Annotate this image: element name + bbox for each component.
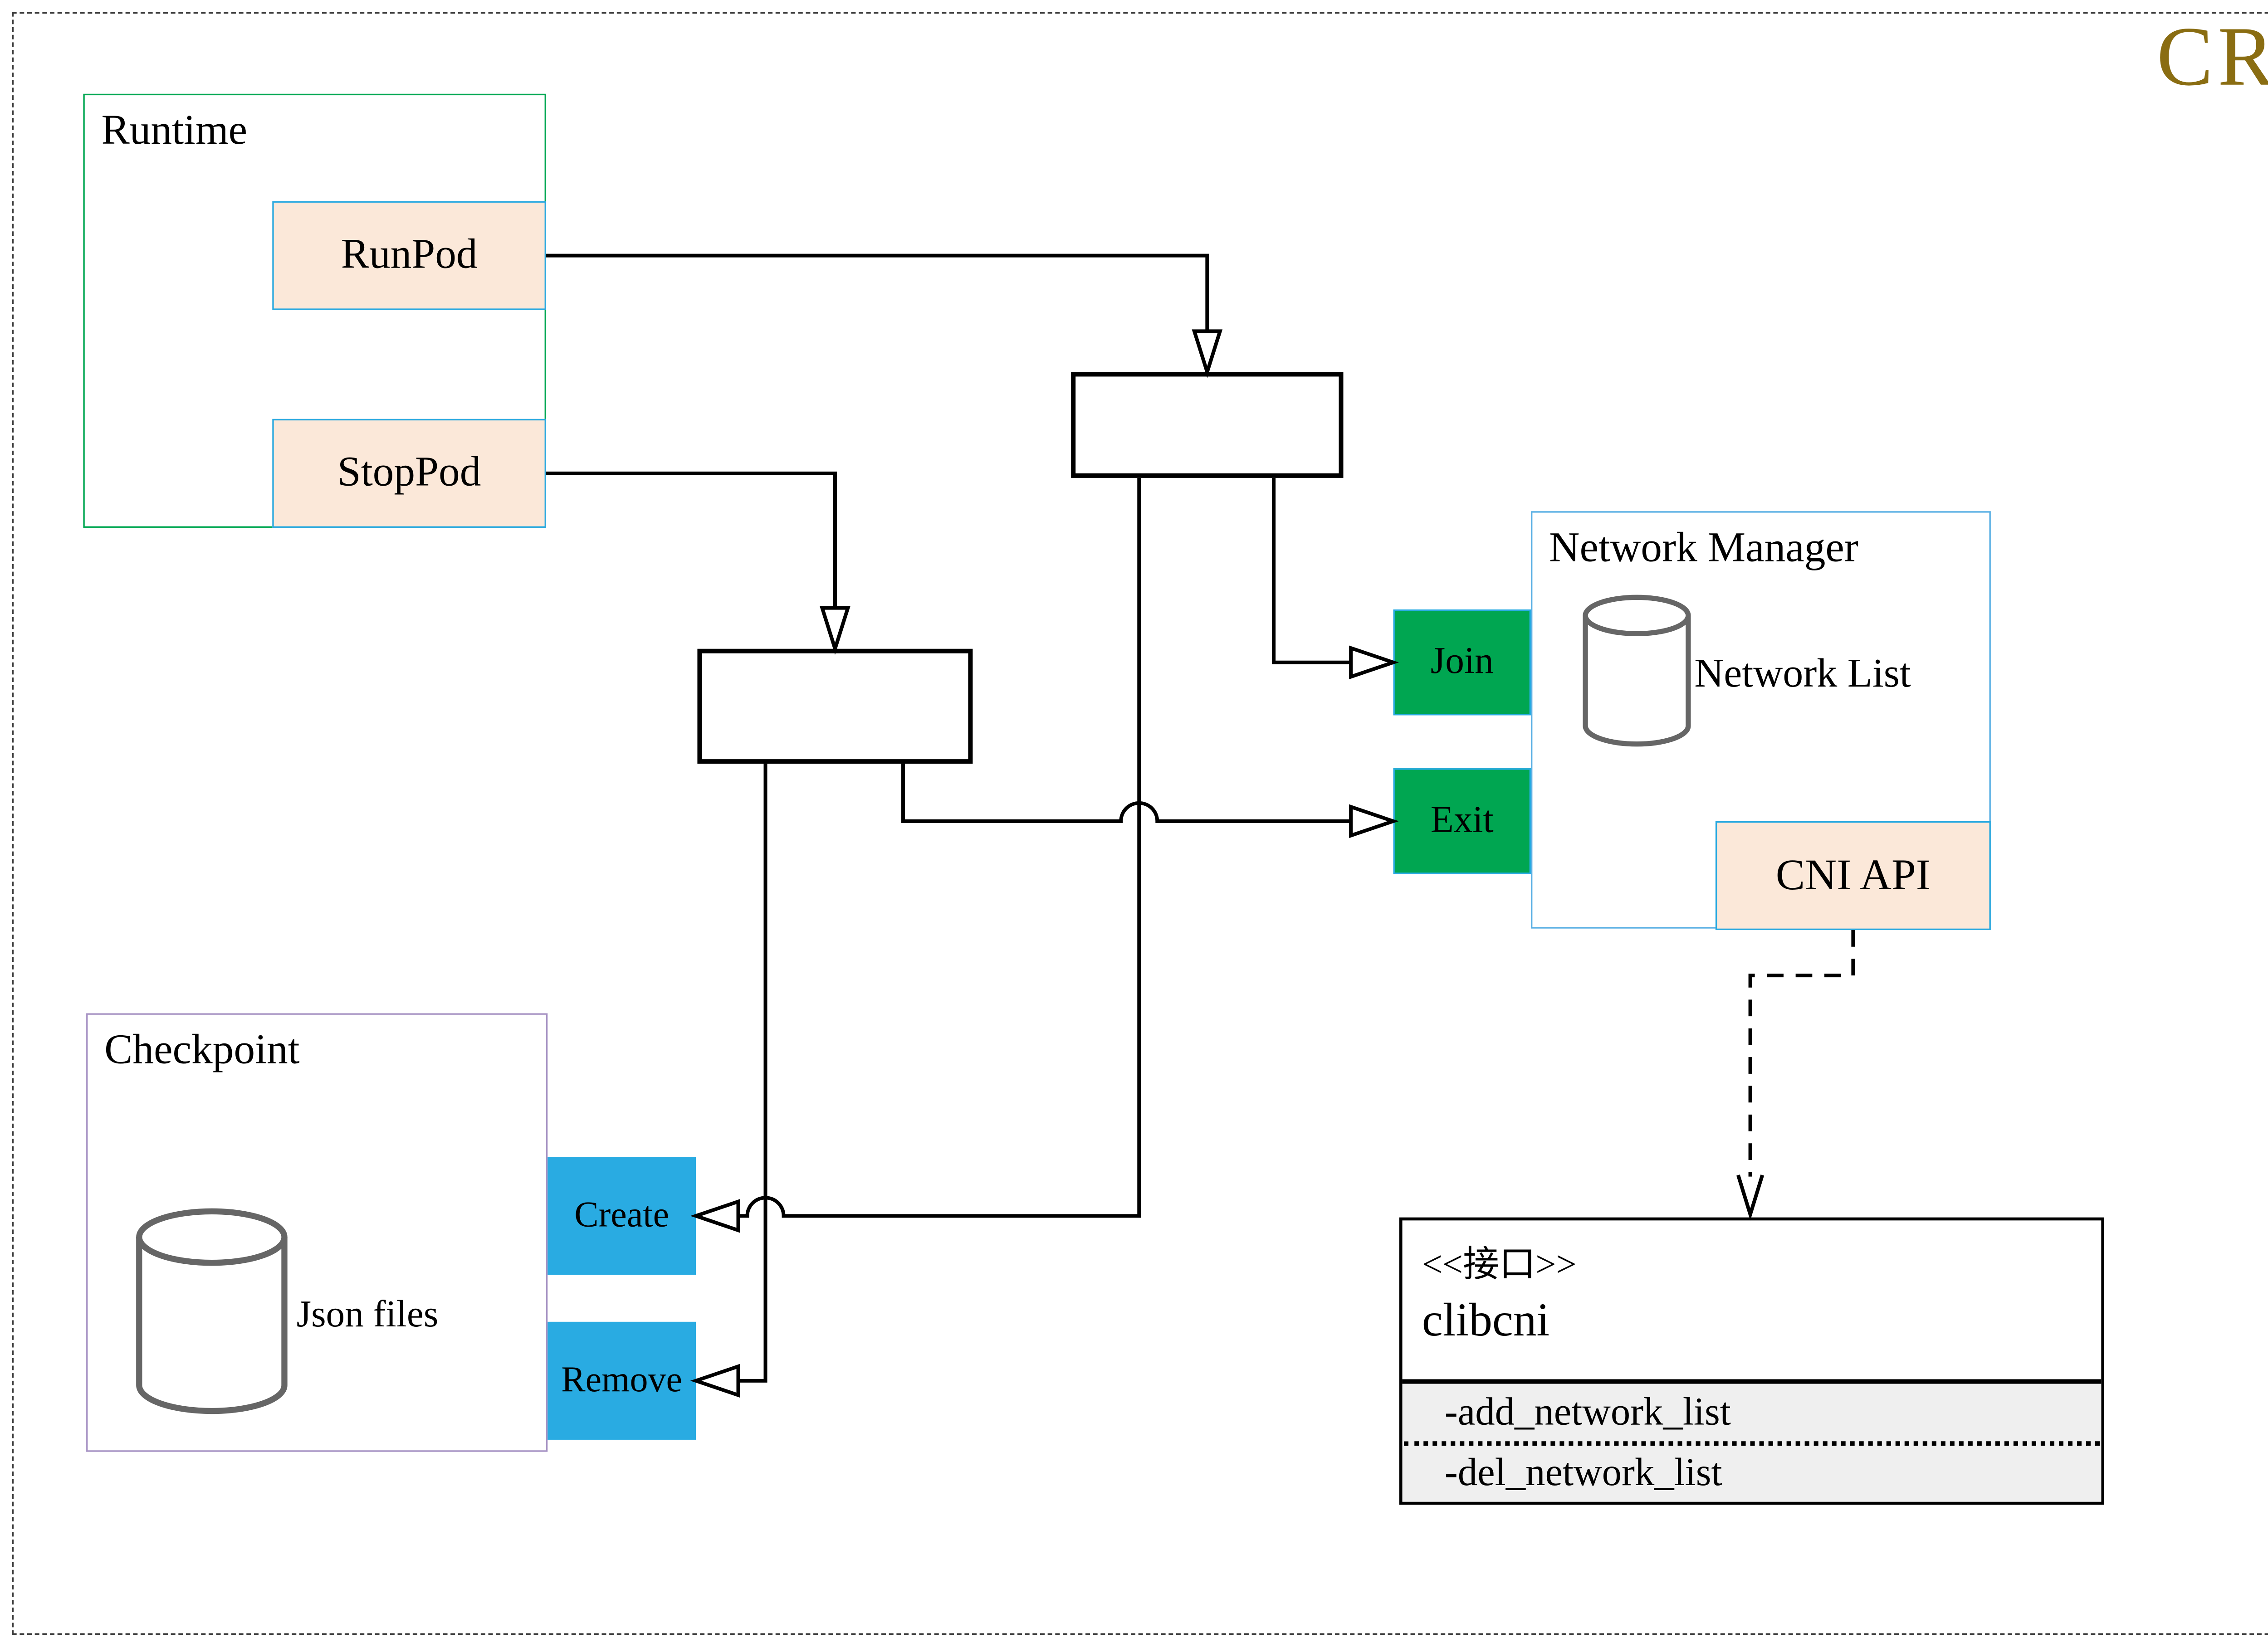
interface-stereotype-label: <<接口>> [1422,1246,1577,1286]
join-node: Join [1393,609,1531,716]
create-node: Create [547,1157,696,1275]
create-label: Create [574,1195,670,1235]
diagram-title: CRI [2156,10,2268,105]
json-files-label: Json files [296,1294,439,1335]
cni-api-label: CNI API [1775,850,1931,899]
remove-node: Remove [547,1321,696,1440]
checkpoint-group-box: Checkpoint [86,1013,548,1452]
runpod-label: RunPod [341,231,478,278]
clibcni-interface-box: <<接口>> clibcni -add_network_list -del_ne… [1399,1217,2104,1505]
network-manager-group-title: Network Manager [1549,525,1858,572]
runpod-node: RunPod [272,201,546,310]
stoppod-label: StopPod [337,449,481,496]
runtime-group-title: Runtime [101,107,248,155]
network-list-label: Network List [1694,650,1911,696]
clibcni-header: <<接口>> clibcni [1403,1220,2102,1379]
clibcni-methods-section: -add_network_list -del_network_list [1402,1379,2102,1502]
join-label: Join [1430,641,1494,682]
stoppod-node: StopPod [272,419,546,528]
page-dashed-border [12,12,2268,1635]
checkpoint-group-title: Checkpoint [104,1027,300,1074]
runpod-junction-box [1071,372,1344,478]
remove-label: Remove [561,1360,683,1400]
interface-name-label: clibcni [1422,1293,1550,1346]
exit-node: Exit [1393,768,1531,874]
cni-api-node: CNI API [1715,821,1991,931]
method-del-network-list: -del_network_list [1444,1451,1722,1495]
exit-label: Exit [1430,800,1494,841]
method-divider [1403,1440,2100,1445]
method-add-network-list: -add_network_list [1444,1389,1731,1433]
stoppod-junction-box [697,648,973,764]
